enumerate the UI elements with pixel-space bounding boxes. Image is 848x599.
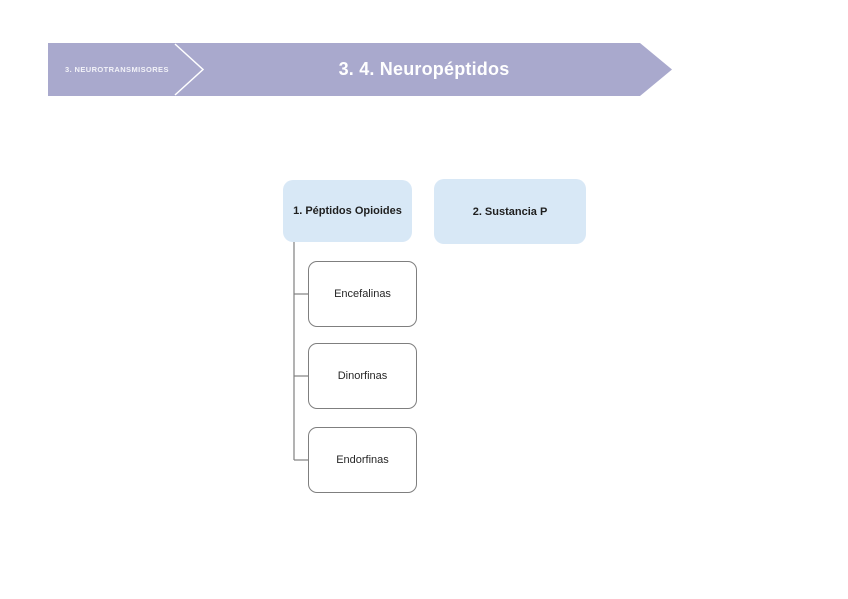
diagram-node-peptidos-opioides: 1. Péptidos Opioides [283, 180, 412, 242]
page-title: 3. 4. Neuropéptidos [338, 59, 510, 79]
diagram-node-encefalinas: Encefalinas [308, 261, 417, 327]
header-banner: 3. NEUROTRANSMISORES [48, 43, 672, 96]
diagram-node-dinorfinas: Dinorfinas [308, 343, 417, 409]
diagram-node-endorfinas: Endorfinas [308, 427, 417, 493]
chevron-right-icon [174, 43, 205, 96]
breadcrumb: 3. NEUROTRANSMISORES [65, 65, 169, 74]
diagram-node-sustancia-p: 2. Sustancia P [434, 179, 586, 244]
